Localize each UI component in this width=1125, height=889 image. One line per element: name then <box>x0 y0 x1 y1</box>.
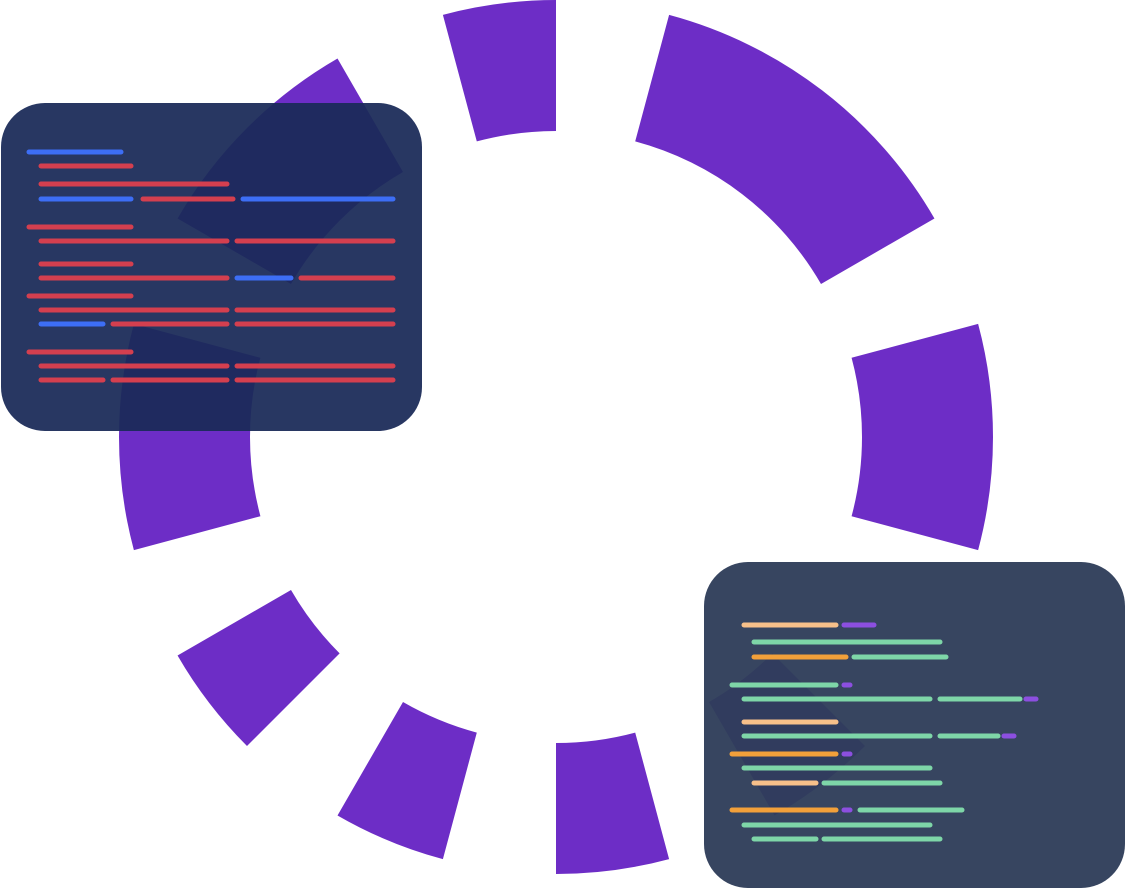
ring-segment <box>337 702 477 860</box>
ring-segment <box>442 0 556 142</box>
code-lines-left <box>1 103 422 431</box>
code-lines-right <box>704 562 1125 888</box>
ring-segment <box>851 323 993 551</box>
ring-segment <box>635 14 935 285</box>
code-panel-left <box>1 103 422 431</box>
ring-segment <box>177 590 340 747</box>
code-panel-right <box>704 562 1125 888</box>
panel-background <box>704 562 1125 888</box>
panel-background <box>1 103 422 431</box>
ring-segment <box>556 732 670 874</box>
